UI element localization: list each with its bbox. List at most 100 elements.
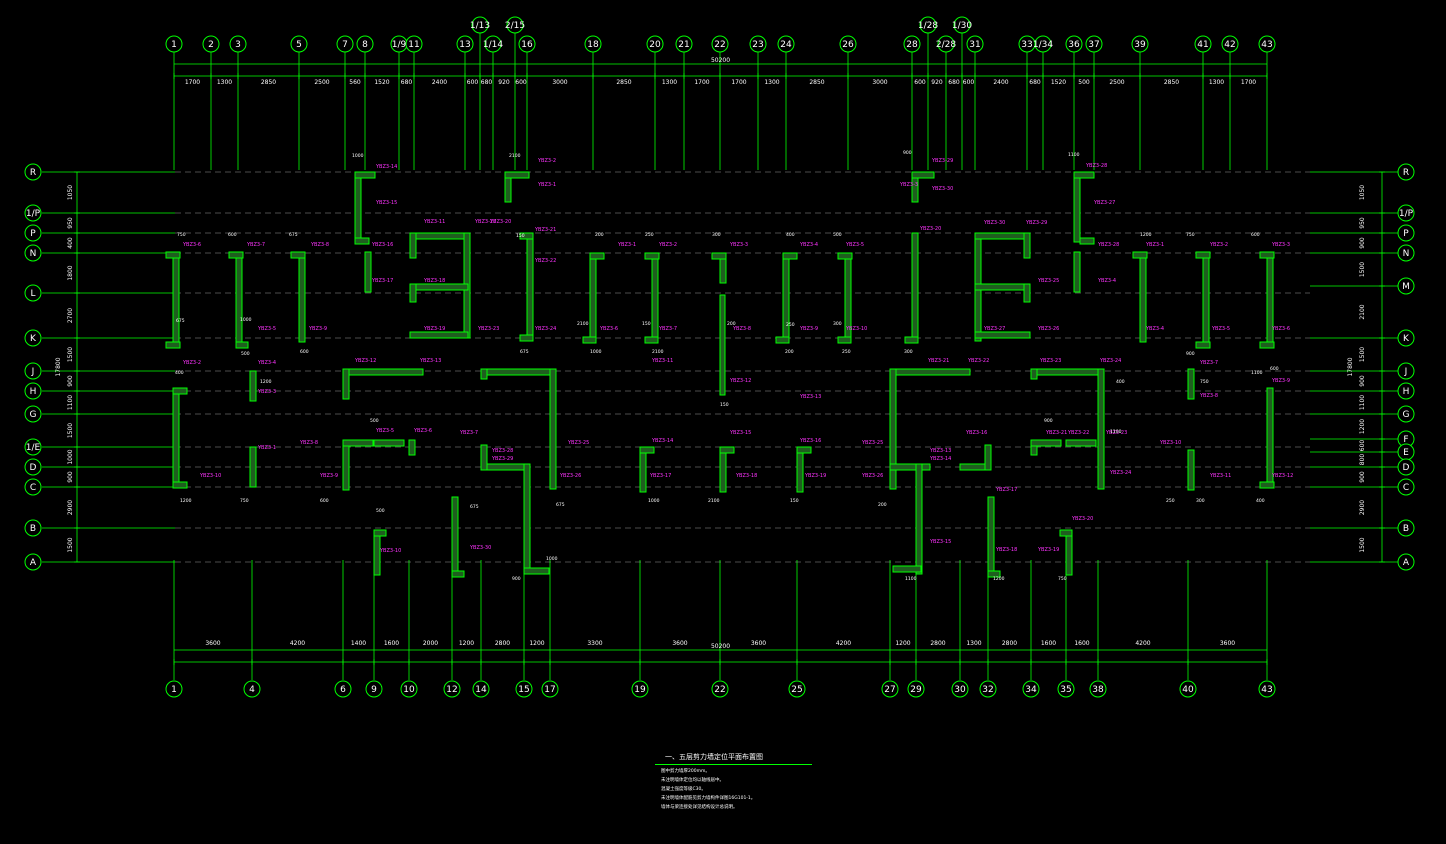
wall-tag-YBZ3-18: YBZ3-18 [423,278,445,284]
wall-tag-YBZ3-22: YBZ3-22 [1067,430,1089,436]
shear-wall-segment [480,463,527,471]
shear-wall-segment [837,252,853,260]
wall-tag-YBZ3-8: YBZ3-8 [1199,393,1218,399]
wall-tag-YBZ3-28: YBZ3-28 [1085,163,1107,169]
shear-wall-segment [719,446,727,493]
wall-tag-YBZ3-12: YBZ3-12 [729,378,751,384]
top-dim-total: 50200 [711,57,730,64]
shear-wall-segment [1187,368,1195,400]
wall-dimension-150: 150 [642,321,651,327]
axis-bubble-top-42-label: 42 [1224,40,1235,50]
wall-tag-YBZ3-9: YBZ3-9 [799,326,818,332]
bottom-dim-label: 2800 [930,640,945,647]
shear-wall-segment [1030,368,1102,376]
top-dim-label: 1300 [217,79,232,86]
wall-dimension-300: 300 [904,349,913,355]
axis-bubble-left-L-label: L [30,289,35,299]
axis-bubble-top-20-label: 20 [649,40,661,50]
shear-wall-segment [480,368,488,380]
top-dim-label: 2400 [432,79,447,86]
wall-tag-YBZ3-21: YBZ3-21 [534,227,556,233]
bottom-dim-label: 4200 [1135,640,1150,647]
wall-dimension-750: 750 [1186,232,1195,238]
axis-bubble-right-1/P-label: 1/P [1399,209,1414,219]
axis-bubble-bottom-4-label: 4 [249,685,255,695]
wall-tag-YBZ3-5: YBZ3-5 [845,242,864,248]
shear-wall-segment [354,237,370,245]
wall-dimension-1000: 1000 [546,556,558,562]
shear-wall-segment [639,446,655,454]
shear-wall-segment [1259,341,1275,349]
wall-tag-YBZ3-1: YBZ3-1 [617,242,636,248]
axis-bubble-left-K-label: K [30,334,37,344]
axis-bubble-left-1/P-label: 1/P [26,209,41,219]
wall-dimension-675: 675 [289,232,298,238]
axis-bubble-top-2/15-label: 2/15 [505,21,525,31]
axis-bubble-right-B-label: B [1403,524,1409,534]
axis-bubble-left-G-circle [24,405,42,423]
shear-wall-segment [523,463,531,575]
shear-wall-segment [519,334,534,342]
top-dim-label: 920 [931,79,943,86]
axis-bubble-bottom-19-circle [631,680,649,698]
wall-dimension-600: 600 [228,232,237,238]
shear-wall-segment [1259,251,1275,259]
shear-wall-segment [582,336,597,344]
shear-wall-segment [974,331,1031,339]
shear-wall-segment [451,570,465,578]
axis-bubble-top-39-label: 39 [1134,40,1146,50]
wall-tag-YBZ3-27: YBZ3-27 [1093,200,1115,206]
axis-bubble-top-21-circle [675,35,693,53]
shear-wall-segment [892,565,922,573]
shear-wall-segment [165,341,181,349]
shear-wall-segment [504,171,530,179]
shear-wall-segment [1030,368,1038,380]
bottom-dim-total: 50200 [711,643,730,650]
bottom-dim-label: 3300 [587,640,602,647]
wall-tag-YBZ3-18: YBZ3-18 [995,547,1017,553]
shear-wall-segment [1097,368,1105,490]
shear-wall-segment [1187,449,1195,491]
axis-bubble-left-R-label: R [30,168,36,178]
wall-tag-YBZ3-17: YBZ3-17 [371,278,393,284]
left-dim-total: 17800 [55,357,62,376]
wall-tag-YBZ3-30: YBZ3-30 [983,220,1005,226]
drawing-title: 一、五层剪力墙定位平面布置图 [665,753,763,761]
axis-bubble-top-43-label: 43 [1261,40,1272,50]
axis-bubble-top-13-label: 13 [459,40,470,50]
axis-bubble-top-20-circle [646,35,664,53]
axis-bubble-top-1/30-circle [953,16,971,34]
axis-bubble-top-26-label: 26 [842,40,854,50]
right-dim-label: 1500 [1359,262,1366,277]
shear-wall-segment [409,232,417,259]
axis-bubble-right-R-label: R [1403,168,1409,178]
shear-wall-segment [409,331,469,339]
axis-bubble-top-39-circle [1131,35,1149,53]
left-dim-label: 950 [67,217,74,229]
shear-wall-segment [782,252,798,260]
wall-tag-YBZ3-6: YBZ3-6 [182,242,201,248]
top-dim-label: 2400 [993,79,1008,86]
wall-tag-YBZ3-9: YBZ3-9 [319,473,338,479]
axis-bubble-left-C-label: C [30,483,36,493]
wall-dimension-600: 600 [1251,232,1260,238]
axis-bubble-left-P-label: P [30,229,36,239]
axis-bubble-top-22-label: 22 [714,40,725,50]
wall-tag-YBZ3-25: YBZ3-25 [1037,278,1059,284]
top-dim-label: 680 [1029,79,1041,86]
axis-bubble-top-16-circle [518,35,536,53]
axis-bubble-top-22-circle [711,35,729,53]
shear-wall-segment [644,336,659,344]
bottom-dim-label: 4200 [836,640,851,647]
axis-bubble-top-31-circle [966,35,984,53]
axis-bubble-bottom-25-label: 25 [791,685,802,695]
wall-tag-YBZ3-18: YBZ3-18 [735,473,757,479]
wall-tag-YBZ3-20: YBZ3-20 [489,219,511,225]
axis-bubble-top-21-label: 21 [678,40,689,50]
wall-dimension-600: 600 [300,349,309,355]
axis-bubble-top-28-label: 28 [906,40,918,50]
axis-bubble-bottom-1-circle [165,680,183,698]
top-dim-label: 1520 [1051,79,1066,86]
